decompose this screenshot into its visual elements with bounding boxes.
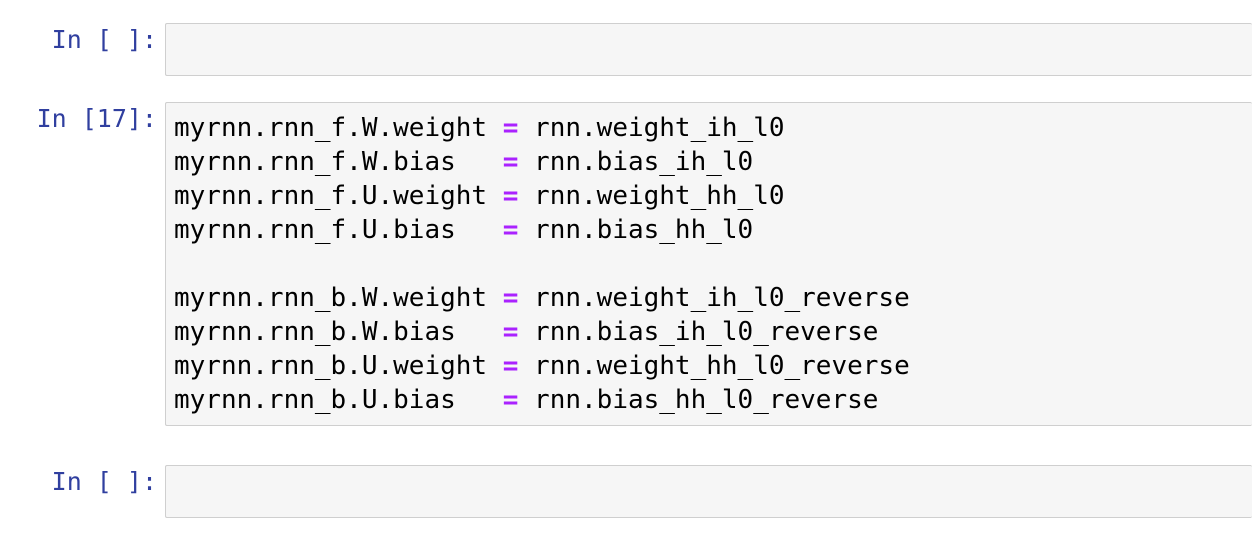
code-line: myrnn.rnn_b.W.bias = rnn.bias_ih_l0_reve…	[174, 315, 1252, 349]
code-token-value: rnn.bias_ih_l0	[534, 147, 754, 177]
code-token-value: rnn.weight_hh_l0_reverse	[534, 351, 910, 381]
code-token-target: myrnn.rnn_b.W.bias	[174, 317, 488, 347]
code-line: myrnn.rnn_f.U.weight = rnn.weight_hh_l0	[174, 179, 1252, 213]
code-line	[174, 247, 1252, 281]
code-token-operator: =	[502, 351, 519, 381]
notebook-cell[interactable]: In [17]: myrnn.rnn_f.W.weight = rnn.weig…	[0, 102, 1252, 426]
code-token-target: myrnn.rnn_b.W.weight	[174, 283, 488, 313]
code-token-operator: =	[502, 317, 519, 347]
code-token-operator: =	[502, 113, 519, 143]
code-token-target: myrnn.rnn_b.U.weight	[174, 351, 488, 381]
code-line: myrnn.rnn_f.U.bias = rnn.bias_hh_l0	[174, 213, 1252, 247]
code-token-operator: =	[502, 283, 519, 313]
code-token-target: myrnn.rnn_f.U.bias	[174, 215, 488, 245]
code-line: myrnn.rnn_f.W.bias = rnn.bias_ih_l0	[174, 145, 1252, 179]
cell-prompt-label: In [ ]:	[51, 467, 157, 496]
code-token-value: rnn.bias_hh_l0_reverse	[534, 385, 879, 415]
code-line: myrnn.rnn_b.U.bias = rnn.bias_hh_l0_reve…	[174, 383, 1252, 417]
code-line: myrnn.rnn_b.W.weight = rnn.weight_ih_l0_…	[174, 281, 1252, 315]
code-token-value: rnn.weight_ih_l0_reverse	[534, 283, 910, 313]
code-editor[interactable]	[166, 466, 1252, 482]
code-token-value: rnn.bias_ih_l0_reverse	[534, 317, 879, 347]
code-editor[interactable]	[166, 24, 1252, 40]
notebook-cell[interactable]: In [ ]:	[0, 465, 1252, 518]
code-token-value: rnn.weight_ih_l0	[534, 113, 785, 143]
code-token-value: rnn.weight_hh_l0	[534, 181, 785, 211]
code-token-target: myrnn.rnn_b.U.bias	[174, 385, 488, 415]
code-token-value: rnn.bias_hh_l0	[534, 215, 754, 245]
code-input-area[interactable]	[165, 465, 1252, 518]
code-token-operator: =	[502, 147, 519, 177]
code-token-target: myrnn.rnn_f.U.weight	[174, 181, 488, 211]
code-token-target: myrnn.rnn_f.W.weight	[174, 113, 488, 143]
code-token-operator: =	[502, 181, 519, 211]
code-token-operator: =	[502, 385, 519, 415]
code-line: myrnn.rnn_b.U.weight = rnn.weight_hh_l0_…	[174, 349, 1252, 383]
code-input-area[interactable]	[165, 23, 1252, 76]
code-line: myrnn.rnn_f.W.weight = rnn.weight_ih_l0	[174, 111, 1252, 145]
code-token-target: myrnn.rnn_f.W.bias	[174, 147, 488, 177]
code-token-operator: =	[502, 215, 519, 245]
cell-prompt-label: In [ ]:	[51, 25, 157, 54]
cell-prompt-label: In [17]:	[36, 104, 157, 133]
notebook-cell[interactable]: In [ ]:	[0, 23, 1252, 76]
